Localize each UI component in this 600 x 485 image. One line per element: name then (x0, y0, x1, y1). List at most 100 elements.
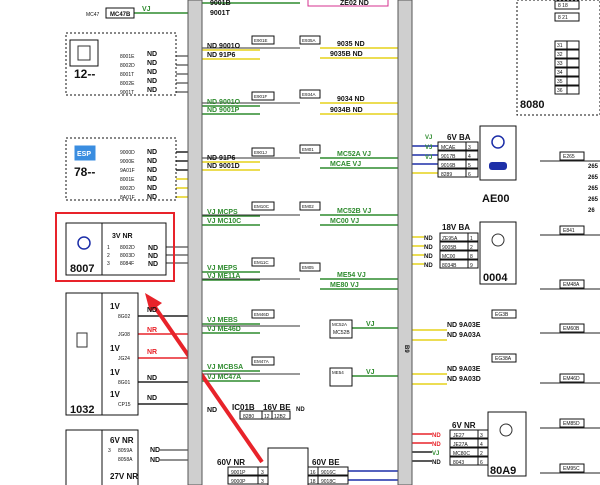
far-label: 265 (588, 186, 599, 192)
pin-label: 9A01F (120, 168, 135, 174)
gauge-icon (491, 233, 505, 247)
connector (251, 201, 275, 211)
comp-8080-name: 8080 (520, 99, 544, 111)
pin-num: 6 (468, 172, 471, 178)
nd-label: ND (147, 185, 157, 192)
car-icon (489, 162, 507, 170)
pin-num: 9 (470, 263, 473, 269)
wire-color-label: ND (147, 395, 157, 402)
comp-80a9-icon (487, 411, 527, 477)
fan-icon (77, 236, 91, 250)
pin-label: 8043 (453, 460, 464, 466)
pin-label: ZE95A (442, 236, 458, 242)
ic01b-label: IC01B (232, 403, 255, 412)
conn-pin: MC52B (333, 330, 350, 336)
comp-bl-header: 6V NR (110, 436, 134, 445)
vj-label: VJ (366, 321, 375, 328)
pin-label: JE27A (453, 442, 468, 448)
far-label: 265 (588, 164, 599, 170)
comp-bl-header2: 27V NR (110, 472, 138, 481)
pin-cell (566, 67, 580, 77)
pin-num: 3 (480, 433, 483, 439)
right-label: ME80 VJ (330, 282, 359, 289)
esp-badge: ESP (77, 151, 91, 158)
connector-id: E901E (254, 38, 268, 43)
right-label: MC00 VJ (330, 218, 359, 225)
far-label: 265 (588, 175, 599, 181)
pin-label: 8003D (120, 253, 135, 259)
wire-color-label: NR (147, 327, 157, 334)
top-wire-2: 9001T (210, 10, 231, 17)
pin-label: 8002D (120, 245, 135, 251)
conn-mc47-label: MC47 (86, 12, 100, 18)
comp-bl (65, 429, 103, 485)
eg-box-id: EG3B (495, 312, 509, 318)
pin-num: 5 (468, 163, 471, 169)
connector (251, 356, 275, 366)
pin-num: 8 (470, 254, 473, 260)
conn-box-id: E934A (302, 92, 316, 97)
pin-label: 8G01 (118, 380, 130, 386)
nd-label: ND (148, 253, 158, 260)
far-box-id: EM46D (563, 376, 580, 382)
right-label: 9035 ND (337, 41, 365, 48)
main-trunk (187, 0, 203, 485)
conn-box (299, 144, 321, 154)
pin-num: 16 (310, 470, 316, 476)
comp-12-icon-box (69, 39, 99, 67)
mid-label: VJ ME11A (207, 273, 240, 280)
conn-box (329, 319, 353, 339)
ze02-box (307, 0, 389, 7)
pin-label: 9005B (442, 245, 457, 251)
pin-cell (467, 250, 479, 260)
comp-0004-name: 0004 (483, 272, 508, 284)
pin-label: 9001P (231, 470, 246, 476)
pin-num: 3 (107, 261, 110, 267)
nd-label: ND (424, 245, 433, 251)
16v-label: 16V BE (263, 403, 291, 412)
comp-0004-icon (479, 221, 517, 285)
conn-box-id: MC52A (332, 322, 347, 327)
pin-label: 9017B (441, 154, 456, 160)
conn-box-id: EM02 (302, 204, 314, 209)
pin-cell (554, 12, 580, 22)
comp-1032-pins (101, 292, 139, 416)
far-label: 26 (588, 208, 595, 214)
components (55, 0, 600, 485)
nd-label: ND (432, 460, 441, 466)
pin-num: 33 (557, 61, 563, 67)
pin-cell (467, 232, 479, 242)
pin-cell (467, 241, 479, 251)
pin-num: 3 (261, 470, 264, 476)
pin-label: 9018C (321, 479, 336, 485)
gauge-icon (499, 423, 513, 437)
pin-label: 9001T (120, 90, 134, 96)
mid-label: ND 9001O (207, 43, 241, 50)
mid-label: ND 91P6 (207, 52, 236, 59)
nd-label: ND (207, 407, 217, 414)
conn-box (299, 35, 321, 45)
comp-ae00-header: 6V BA (447, 133, 471, 142)
highlight-8007 (55, 212, 175, 282)
conn-mc47b (105, 7, 135, 19)
pin-cell (467, 259, 479, 269)
wire-color-label: NR (147, 349, 157, 356)
far-box-id: EM60B (563, 326, 580, 332)
eg-label: ND 9A03E (447, 322, 481, 329)
pin-label: 8001E (120, 177, 135, 183)
pin-cell (477, 438, 489, 448)
eg-label: ND 9A03E (447, 366, 481, 373)
pin-cell (317, 475, 349, 485)
voltage-label: 1V (110, 368, 120, 377)
nd-label: ND (147, 149, 157, 156)
pin-cell (566, 76, 580, 86)
nd-label: ND (424, 254, 433, 260)
right-label: MC52B VJ (337, 208, 371, 215)
far-box (559, 373, 585, 383)
far-box (559, 418, 585, 428)
pin-label: 9000D (120, 150, 135, 156)
pin-num: 3 (261, 479, 264, 485)
bottom-header: 60V NR (217, 458, 245, 467)
pin-num: 8 18 (558, 3, 568, 9)
